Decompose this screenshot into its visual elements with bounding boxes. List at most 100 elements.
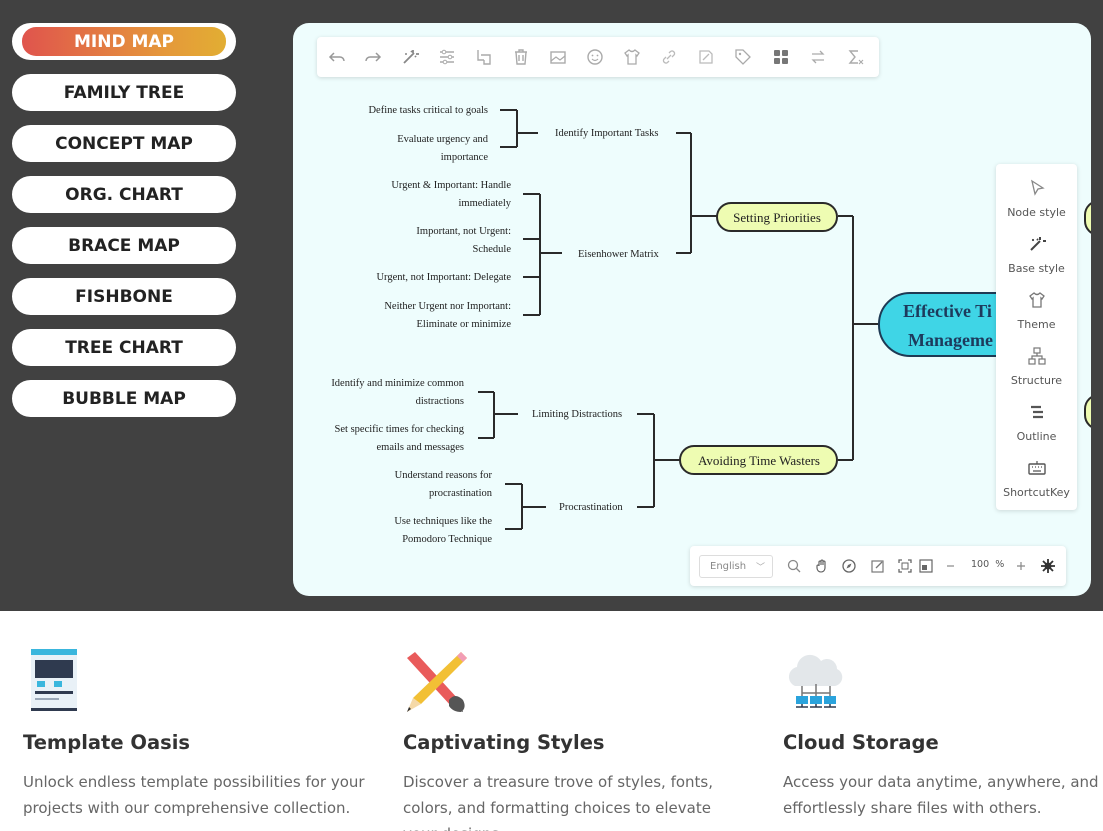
theme-icon[interactable] (620, 45, 644, 69)
image-icon[interactable] (546, 45, 570, 69)
note-icon[interactable] (694, 45, 718, 69)
zoom-in-icon[interactable] (1012, 557, 1030, 575)
base-style-icon (1030, 237, 1046, 251)
zoom-level-unit: % (995, 559, 1005, 570)
leaf-neither-line2[interactable]: Eliminate or minimize (417, 319, 512, 330)
chevron-down-icon: ﹀ (755, 563, 765, 573)
nav-bubble-map[interactable]: BUBBLE MAP (12, 380, 236, 417)
edit-icon[interactable] (869, 557, 887, 575)
cloud-storage-icon (788, 654, 843, 708)
branch-node-avoiding-time-wasters[interactable] (679, 445, 838, 475)
branch-node-offscreen-bottom[interactable] (1084, 395, 1091, 429)
branch-label-avoiding-time-wasters: Avoiding Time Wasters (698, 453, 820, 468)
outline-icon (1031, 405, 1043, 419)
nav-family-tree[interactable]: FAMILY TREE (12, 74, 236, 111)
delete-icon[interactable] (509, 45, 533, 69)
leaf-important-not-urgent-line2[interactable]: Schedule (473, 244, 512, 255)
side-item-shortcut-key[interactable]: ShortcutKey (996, 458, 1077, 510)
magic-style-icon[interactable] (398, 45, 422, 69)
leaf-techniques-line2[interactable]: Pomodoro Technique (402, 534, 492, 545)
subtopic-eisenhower[interactable]: Eisenhower Matrix (578, 249, 660, 260)
side-item-structure[interactable]: Structure (996, 346, 1077, 398)
swap-icon[interactable] (806, 45, 830, 69)
side-item-theme-label: Theme (1017, 318, 1056, 331)
undo-icon[interactable] (325, 45, 349, 69)
nav-org-chart[interactable]: ORG. CHART (12, 176, 236, 213)
nav-brace-map[interactable]: BRACE MAP (12, 227, 236, 264)
side-item-outline[interactable]: Outline (996, 402, 1077, 454)
feature-title: Template Oasis (23, 731, 191, 754)
leaf-urgent-not-important[interactable]: Urgent, not Important: Delegate (376, 272, 511, 283)
subtopic-procrastination[interactable]: Procrastination (559, 502, 623, 513)
hand-icon[interactable] (813, 557, 831, 575)
leaf-identify-distractions-line2[interactable]: distractions (416, 396, 464, 407)
theme-shirt-icon (1029, 292, 1045, 308)
editor-toolbar (317, 37, 879, 77)
subtopic-limiting[interactable]: Limiting Distractions (532, 409, 622, 420)
bottom-status-bar: English ﹀ 100 % (690, 546, 1066, 586)
root-node-line1: Effective Ti (903, 301, 992, 321)
zoom-out-icon[interactable] (942, 557, 960, 575)
leaf-evaluate-line1[interactable]: Evaluate urgency and (397, 134, 489, 145)
side-item-outline-label: Outline (1016, 430, 1057, 443)
leaf-neither-line1[interactable]: Neither Urgent nor Important: (384, 301, 511, 312)
leaf-define-tasks[interactable]: Define tasks critical to goals (368, 105, 488, 116)
root-node-line2: Manageme (908, 330, 993, 350)
leaf-urgent-important-line1[interactable]: Urgent & Important: Handle (391, 180, 511, 191)
side-item-structure-label: Structure (1010, 374, 1063, 387)
side-item-node-style[interactable]: Node style (996, 178, 1077, 230)
leaf-evaluate-line2[interactable]: importance (441, 152, 489, 163)
feature-description: Discover a treasure trove of styles, fon… (403, 773, 713, 831)
editor-showcase: MIND MAP FAMILY TREE CONCEPT MAP ORG. CH… (0, 0, 1103, 611)
subtopic-icon[interactable] (472, 45, 496, 69)
formula-icon[interactable] (843, 45, 867, 69)
search-icon[interactable] (785, 557, 803, 575)
mindmap-canvas[interactable]: Effective Ti Manageme Setting Priorities… (293, 23, 1091, 596)
language-select[interactable]: English ﹀ (699, 555, 773, 578)
feature-description: Unlock endless template possibilities fo… (23, 773, 365, 817)
nav-fishbone[interactable]: FISHBONE (12, 278, 236, 315)
structure-icon (1028, 347, 1046, 365)
settings-icon[interactable] (1039, 557, 1057, 575)
leaf-set-times-line2[interactable]: emails and messages (377, 442, 464, 453)
nav-mind-map[interactable]: MIND MAP (12, 23, 236, 60)
feature-title: Cloud Storage (783, 731, 939, 754)
feature-title: Captivating Styles (403, 731, 605, 754)
leaf-important-not-urgent-line1[interactable]: Important, not Urgent: (416, 226, 511, 237)
branch-node-setting-priorities[interactable] (716, 202, 838, 232)
mindmap-diagram: Effective Ti Manageme Setting Priorities… (331, 105, 1091, 545)
side-item-base-style[interactable]: Base style (996, 234, 1077, 286)
leaf-urgent-important-line2[interactable]: immediately (459, 198, 512, 209)
feature-description: Access your data anytime, anywhere, and … (783, 773, 1099, 817)
emoji-icon[interactable] (583, 45, 607, 69)
side-item-node-style-label: Node style (1007, 206, 1066, 219)
branch-node-offscreen-top[interactable] (1084, 201, 1091, 235)
keyboard-icon (1028, 461, 1046, 475)
side-item-theme[interactable]: Theme (996, 290, 1077, 342)
subtopic-identify-tasks[interactable]: Identify Important Tasks (555, 128, 658, 139)
zoom-level: 100 % (971, 559, 1004, 570)
leaf-set-times-line1[interactable]: Set specific times for checking (335, 424, 465, 435)
nav-tree-chart[interactable]: TREE CHART (12, 329, 236, 366)
language-select-value: English (710, 561, 747, 572)
leaf-identify-distractions-line1[interactable]: Identify and minimize common (331, 378, 464, 389)
layout-grid-icon[interactable] (769, 45, 793, 69)
side-item-base-style-label: Base style (1008, 262, 1065, 275)
leaf-techniques-line1[interactable]: Use techniques like the (394, 516, 492, 527)
compass-icon[interactable] (840, 557, 858, 575)
diagram-type-nav: MIND MAP FAMILY TREE CONCEPT MAP ORG. CH… (12, 23, 236, 431)
fullscreen-icon[interactable] (917, 557, 935, 575)
redo-icon[interactable] (361, 45, 385, 69)
leaf-understand-line1[interactable]: Understand reasons for (395, 470, 493, 481)
node-style-icon (1031, 179, 1045, 196)
pencil-brush-icon (407, 652, 467, 712)
side-item-shortcut-key-label: ShortcutKey (1003, 486, 1070, 499)
nav-mind-map-label: MIND MAP (22, 27, 226, 56)
tag-icon[interactable] (731, 45, 755, 69)
zoom-level-value: 100 (971, 559, 990, 570)
leaf-understand-line2[interactable]: procrastination (429, 488, 493, 499)
format-painter-icon[interactable] (435, 45, 459, 69)
link-icon[interactable] (657, 45, 681, 69)
fit-screen-icon[interactable] (896, 557, 914, 575)
nav-concept-map[interactable]: CONCEPT MAP (12, 125, 236, 162)
